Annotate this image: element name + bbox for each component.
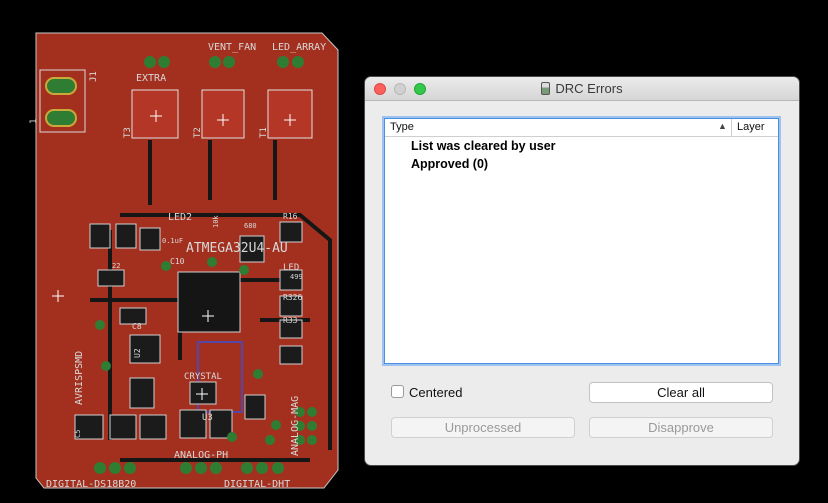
drc-error-list[interactable]: Type ▲ Layer List was cleared by user Ap… <box>384 118 779 364</box>
zoom-window-button[interactable] <box>414 83 426 95</box>
list-header: Type ▲ Layer <box>385 119 778 137</box>
label-led2: LED2 <box>168 212 192 223</box>
label-j1: J1 <box>89 71 99 82</box>
label-c8: C8 <box>132 322 142 331</box>
header-extra <box>144 56 170 68</box>
header-led-array <box>277 56 304 68</box>
centered-checkbox[interactable] <box>391 385 404 398</box>
label-led: LED <box>283 263 299 273</box>
label-t1: T1 <box>259 127 269 138</box>
window-title: DRC Errors <box>365 81 799 96</box>
centered-label[interactable]: Centered <box>409 385 463 400</box>
label-u2: U2 <box>133 348 142 358</box>
label-499: 499 <box>290 273 303 281</box>
close-window-button[interactable] <box>374 83 386 95</box>
label-10k: 10k <box>212 215 220 228</box>
label-chip: ATMEGA32U4-AU <box>186 241 288 256</box>
label-c10: C10 <box>170 257 185 266</box>
label-c5: C5 <box>74 430 82 438</box>
label-avrispsmd: AVRISPSMD <box>74 351 85 405</box>
transistor-t3-pad <box>131 89 179 139</box>
window-title-text: DRC Errors <box>555 81 623 96</box>
label-t3: T3 <box>123 127 133 138</box>
drc-document-icon <box>541 82 551 95</box>
title-bar[interactable]: DRC Errors <box>365 77 799 101</box>
passive-components <box>74 221 303 440</box>
pad <box>45 109 77 127</box>
list-item[interactable]: Approved (0) <box>411 157 489 171</box>
label-t2: T2 <box>193 127 203 138</box>
label-analog-ph: ANALOG-PH <box>174 450 228 461</box>
unprocessed-button[interactable]: Unprocessed <box>391 417 575 438</box>
drc-errors-window[interactable]: DRC Errors Type ▲ Layer List was cleared… <box>365 77 799 465</box>
sort-ascending-icon[interactable]: ▲ <box>718 121 727 131</box>
label-r33: R33 <box>283 316 298 325</box>
connector-j1 <box>39 69 86 133</box>
vias <box>94 257 317 474</box>
label-pin-one: 1 <box>29 119 39 124</box>
minimize-window-button[interactable] <box>394 83 406 95</box>
list-item[interactable]: List was cleared by user <box>411 139 556 153</box>
label-led-array: LED_ARRAY <box>272 42 326 53</box>
header-vent-fan <box>209 56 235 68</box>
label-digital-dht: DIGITAL-DHT <box>224 479 290 490</box>
origin-markers <box>52 110 296 400</box>
disapprove-button[interactable]: Disapprove <box>589 417 773 438</box>
label-analog-mag: ANALOG-MAG <box>290 396 301 456</box>
column-header-layer[interactable]: Layer <box>737 121 765 133</box>
clear-all-button[interactable]: Clear all <box>589 382 773 403</box>
label-r16: R16 <box>283 212 298 221</box>
column-header-type[interactable]: Type <box>390 121 414 133</box>
label-22: 22 <box>112 262 120 270</box>
label-680: 680 <box>244 222 257 230</box>
label-digital-ds18b20: DIGITAL-DS18B20 <box>46 479 136 490</box>
label-r326: R326 <box>283 293 302 302</box>
microcontroller-chip <box>177 271 241 333</box>
label-crystal: CRYSTAL <box>184 372 222 382</box>
label-u3: U3 <box>202 413 213 423</box>
label-extra: EXTRA <box>136 73 166 84</box>
label-vent-fan: VENT_FAN <box>208 42 256 53</box>
pad <box>45 77 77 95</box>
column-divider[interactable] <box>731 119 732 136</box>
label-01uf: 0.1uF <box>162 237 183 245</box>
